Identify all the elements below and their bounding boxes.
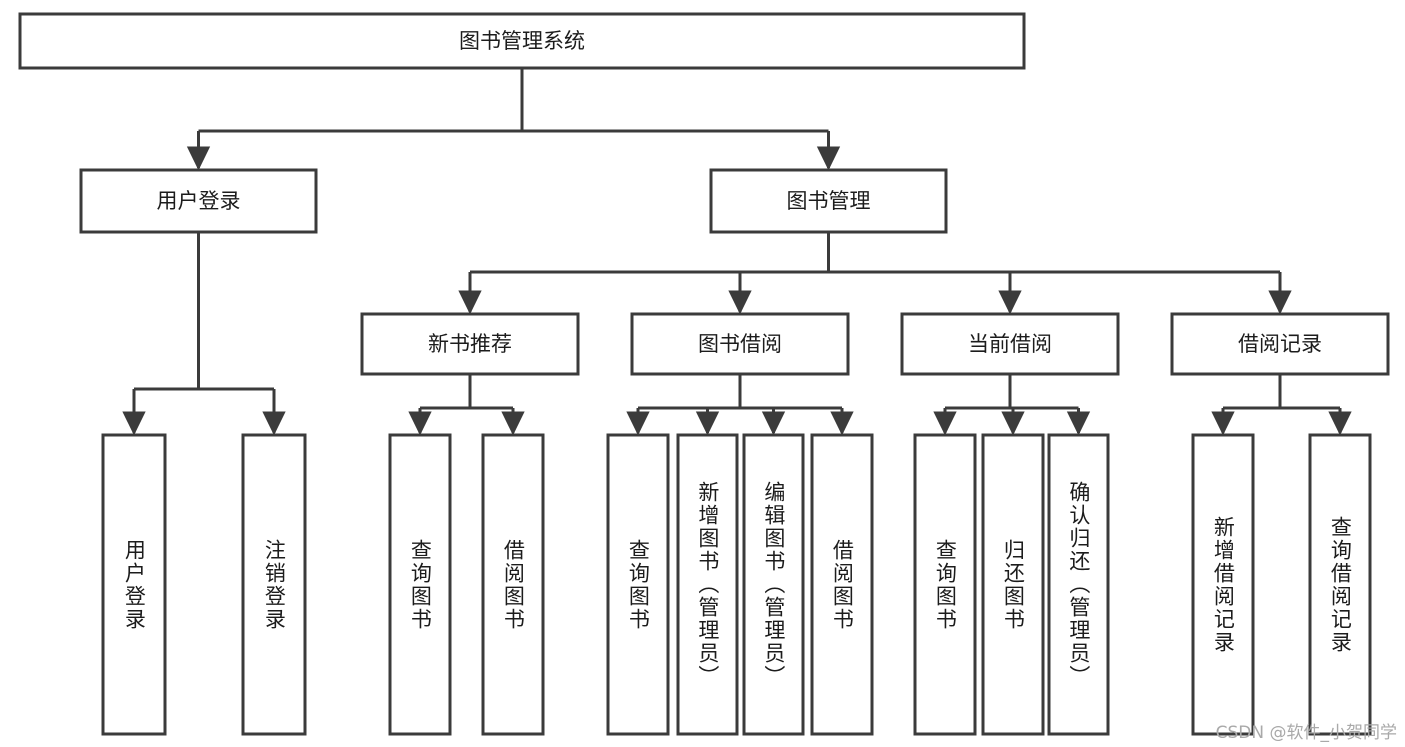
node-current-borrow[interactable]: 当前借阅 <box>900 312 1120 376</box>
node-leaf-9[interactable]: 归还图书 <box>983 435 1043 734</box>
node-leaf-1-label: 注销登录 <box>262 538 287 631</box>
node-leaf-5[interactable]: 新增图书（管理员） <box>678 435 737 734</box>
node-leaf-0-box[interactable] <box>101 433 167 736</box>
node-leaf-11[interactable]: 新增借阅记录 <box>1193 435 1253 734</box>
node-leaf-2[interactable]: 查询图书 <box>390 435 450 734</box>
node-leaf-6-label: 编辑图书（管理员） <box>761 481 786 688</box>
node-new-book-recommend[interactable]: 新书推荐 <box>360 312 580 376</box>
node-leaf-12[interactable]: 查询借阅记录 <box>1310 435 1370 734</box>
node-leaf-0-label: 用户登录 <box>122 538 147 631</box>
node-book-borrow-box[interactable] <box>630 312 850 376</box>
node-book-management-box[interactable] <box>709 168 948 234</box>
node-root-box[interactable] <box>18 12 1026 70</box>
node-user-login-box[interactable] <box>79 168 318 234</box>
node-user-login-label: 用户登录 <box>157 189 241 213</box>
node-leaf-0[interactable]: 用户登录 <box>103 435 165 734</box>
node-current-borrow-box[interactable] <box>900 312 1120 376</box>
node-book-management[interactable]: 图书管理 <box>709 168 948 234</box>
node-leaf-8-box[interactable] <box>913 433 977 736</box>
node-leaf-3-box[interactable] <box>481 433 545 736</box>
node-borrow-record-box[interactable] <box>1170 312 1390 376</box>
node-leaf-5-label: 新增图书（管理员） <box>695 481 720 688</box>
node-new-book-recommend-label: 新书推荐 <box>428 332 512 356</box>
node-root[interactable]: 图书管理系统 <box>18 12 1026 70</box>
node-root-label: 图书管理系统 <box>459 29 585 53</box>
connector-layer <box>122 68 1352 436</box>
node-leaf-11-box[interactable] <box>1191 433 1255 736</box>
node-leaf-4-label: 查询图书 <box>626 538 651 631</box>
node-user-login[interactable]: 用户登录 <box>79 168 318 234</box>
node-book-borrow[interactable]: 图书借阅 <box>630 312 850 376</box>
node-leaf-12-box[interactable] <box>1308 433 1372 736</box>
node-leaf-1[interactable]: 注销登录 <box>243 435 305 734</box>
node-leaf-9-box[interactable] <box>981 433 1045 736</box>
node-leaf-4-box[interactable] <box>606 433 670 736</box>
node-leaf-2-box[interactable] <box>388 433 452 736</box>
node-borrow-record[interactable]: 借阅记录 <box>1170 312 1390 376</box>
node-leaf-10-label: 确认归还（管理员） <box>1066 481 1091 688</box>
node-leaf-10[interactable]: 确认归还（管理员） <box>1049 435 1108 734</box>
node-leaf-5-box[interactable] <box>676 433 739 736</box>
leaf-rect-layer <box>101 433 1372 736</box>
node-leaf-1-box[interactable] <box>241 433 307 736</box>
node-book-management-label: 图书管理 <box>787 189 871 213</box>
node-leaf-11-label: 新增借阅记录 <box>1211 515 1236 654</box>
node-current-borrow-label: 当前借阅 <box>968 332 1052 356</box>
node-leaf-6[interactable]: 编辑图书（管理员） <box>744 435 803 734</box>
node-leaf-8-label: 查询图书 <box>933 538 958 631</box>
node-leaf-7-box[interactable] <box>810 433 874 736</box>
node-leaf-2-label: 查询图书 <box>408 538 433 631</box>
node-leaf-6-box[interactable] <box>742 433 805 736</box>
node-leaf-12-label: 查询借阅记录 <box>1328 515 1353 654</box>
node-borrow-record-label: 借阅记录 <box>1238 332 1322 356</box>
node-leaf-10-box[interactable] <box>1047 433 1110 736</box>
node-book-borrow-label: 图书借阅 <box>698 332 782 356</box>
node-leaf-3[interactable]: 借阅图书 <box>483 435 543 734</box>
node-leaf-7[interactable]: 借阅图书 <box>812 435 872 734</box>
node-leaf-9-label: 归还图书 <box>1001 538 1026 631</box>
node-new-book-recommend-box[interactable] <box>360 312 580 376</box>
node-leaf-8[interactable]: 查询图书 <box>915 435 975 734</box>
node-leaf-4[interactable]: 查询图书 <box>608 435 668 734</box>
node-leaf-7-label: 借阅图书 <box>830 538 855 631</box>
node-leaf-3-label: 借阅图书 <box>501 538 526 631</box>
